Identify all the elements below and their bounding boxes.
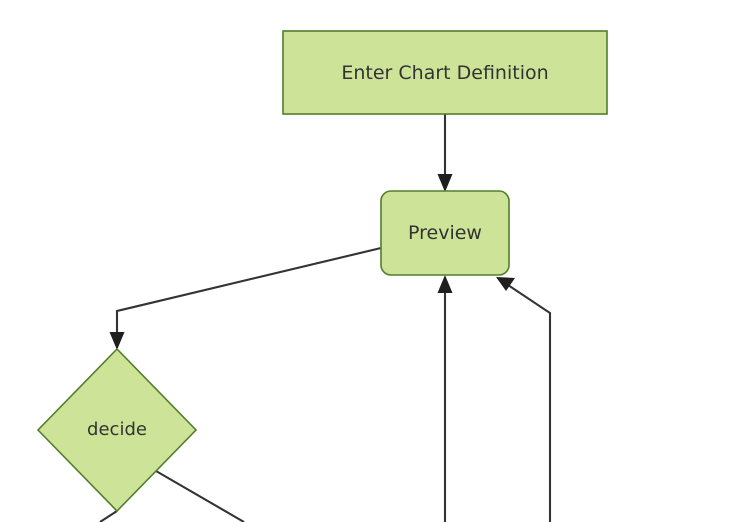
edge-line [504,282,552,522]
node-shape-diamond[interactable] [36,347,198,513]
node-label-preview: Preview [408,222,482,244]
edge-decide-to-bottom-left [99,510,118,522]
edge-line [115,246,382,340]
arrowhead-down-icon [437,174,453,192]
node-preview[interactable]: Preview [380,190,510,276]
edge-preview-to-decide [109,246,382,350]
edge-line [99,510,118,522]
node-shape-rounded-rectangle[interactable] [380,190,510,276]
node-label-enter-chart-definition: Enter Chart Definition [341,62,548,84]
edge-line [155,470,245,522]
edge-enter-to-preview [437,114,453,192]
edge-decide-to-bottom-right [155,470,245,522]
arrowhead-up-icon [437,275,453,293]
arrowhead-up-left-icon [496,277,515,291]
node-enter-chart-definition[interactable]: Enter Chart Definition [282,30,608,115]
edge-bottom-right-to-preview [496,277,552,522]
arrowhead-down-icon [109,332,125,350]
node-label-decide: decide [87,419,147,440]
edge-bottom-center-to-preview [437,275,453,522]
node-shape-rectangle[interactable] [282,30,608,115]
node-decide[interactable]: decide [36,347,198,513]
